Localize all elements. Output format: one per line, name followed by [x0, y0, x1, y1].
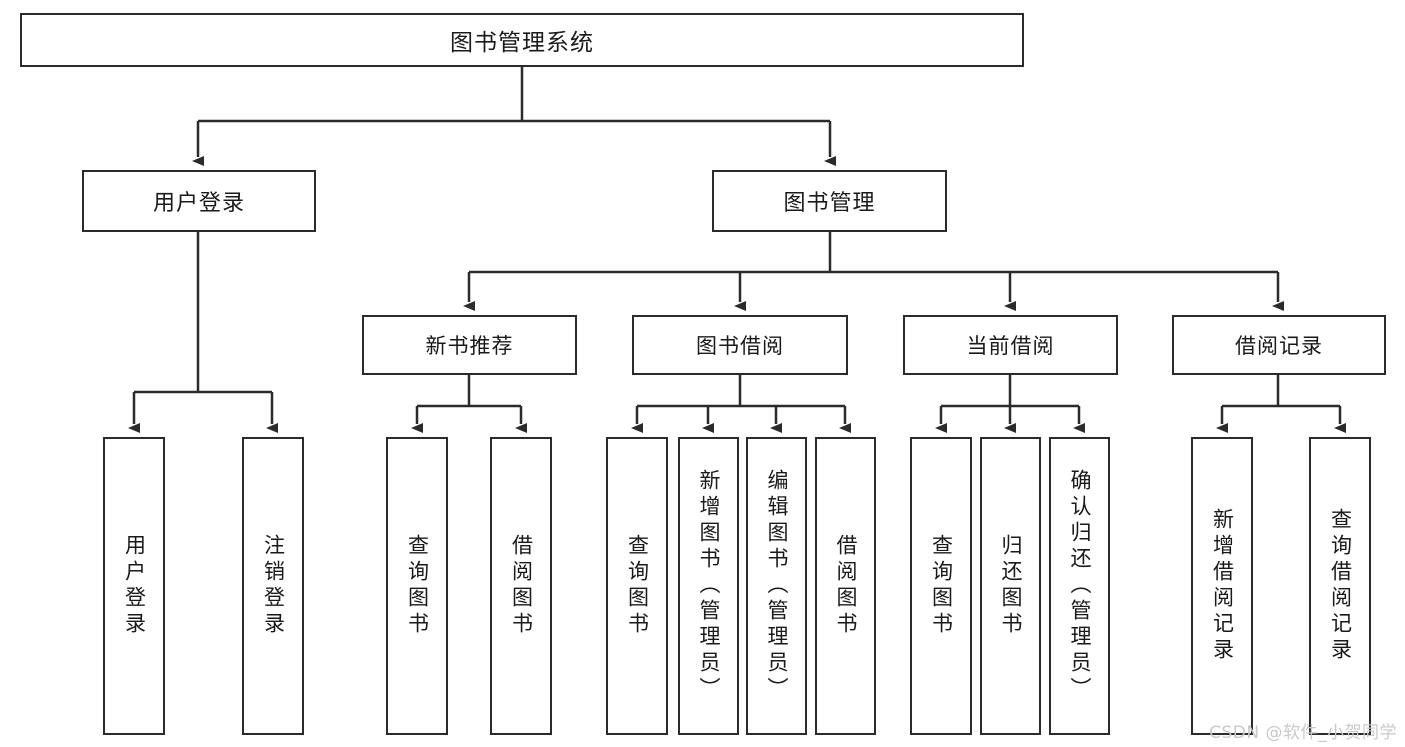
node-user-login-label: 用户登录 [152, 191, 245, 216]
node-leaf-confirm-return[interactable]: 确认归还（管理员） [1049, 437, 1110, 735]
node-leaf-query-book-1-label: 查询图书 [405, 534, 430, 638]
node-book-management[interactable]: 图书管理 [712, 170, 947, 232]
node-leaf-query-book-3[interactable]: 查询图书 [910, 437, 972, 735]
node-leaf-add-record-label: 新增借阅记录 [1210, 508, 1235, 664]
node-borrow-record-label: 借阅记录 [1235, 334, 1323, 358]
csdn-watermark: CSDN @软件_小贺同学 [1209, 723, 1397, 743]
node-leaf-add-book[interactable]: 新增图书（管理员） [678, 437, 739, 735]
node-leaf-edit-book-label: 编辑图书（管理员） [765, 469, 789, 703]
node-leaf-query-book-3-label: 查询图书 [929, 534, 954, 638]
node-leaf-borrow-book-2-label: 借阅图书 [834, 534, 858, 638]
node-root-label: 图书管理系统 [450, 30, 594, 56]
node-leaf-return-book-label: 归还图书 [999, 534, 1023, 638]
node-leaf-user-login[interactable]: 用户登录 [103, 437, 165, 735]
node-borrow-record[interactable]: 借阅记录 [1172, 315, 1386, 375]
node-current-borrow-label: 当前借阅 [966, 334, 1055, 358]
node-leaf-query-record[interactable]: 查询借阅记录 [1309, 437, 1371, 735]
node-current-borrow[interactable]: 当前借阅 [903, 315, 1118, 375]
node-leaf-confirm-return-label: 确认归还（管理员） [1068, 469, 1092, 703]
node-leaf-user-login-label: 用户登录 [122, 534, 147, 638]
node-leaf-borrow-book-1[interactable]: 借阅图书 [490, 437, 552, 735]
node-leaf-borrow-book-1-label: 借阅图书 [509, 534, 534, 638]
node-new-book-recommend-label: 新书推荐 [425, 334, 514, 358]
node-leaf-return-book[interactable]: 归还图书 [980, 437, 1041, 735]
node-leaf-edit-book[interactable]: 编辑图书（管理员） [746, 437, 807, 735]
node-leaf-query-record-label: 查询借阅记录 [1328, 508, 1353, 664]
node-leaf-query-book-2-label: 查询图书 [625, 534, 650, 638]
node-book-management-label: 图书管理 [783, 191, 876, 216]
node-user-login[interactable]: 用户登录 [82, 170, 316, 232]
node-root[interactable]: 图书管理系统 [20, 13, 1024, 67]
node-new-book-recommend[interactable]: 新书推荐 [362, 315, 577, 375]
node-leaf-add-book-label: 新增图书（管理员） [697, 469, 721, 703]
node-leaf-borrow-book-2[interactable]: 借阅图书 [815, 437, 876, 735]
node-leaf-query-book-2[interactable]: 查询图书 [606, 437, 668, 735]
node-leaf-query-book-1[interactable]: 查询图书 [386, 437, 448, 735]
node-leaf-logout-login-label: 注销登录 [261, 534, 286, 638]
node-book-borrow[interactable]: 图书借阅 [632, 315, 848, 375]
node-leaf-logout-login[interactable]: 注销登录 [242, 437, 304, 735]
node-leaf-add-record[interactable]: 新增借阅记录 [1191, 437, 1253, 735]
node-book-borrow-label: 图书借阅 [696, 334, 784, 358]
